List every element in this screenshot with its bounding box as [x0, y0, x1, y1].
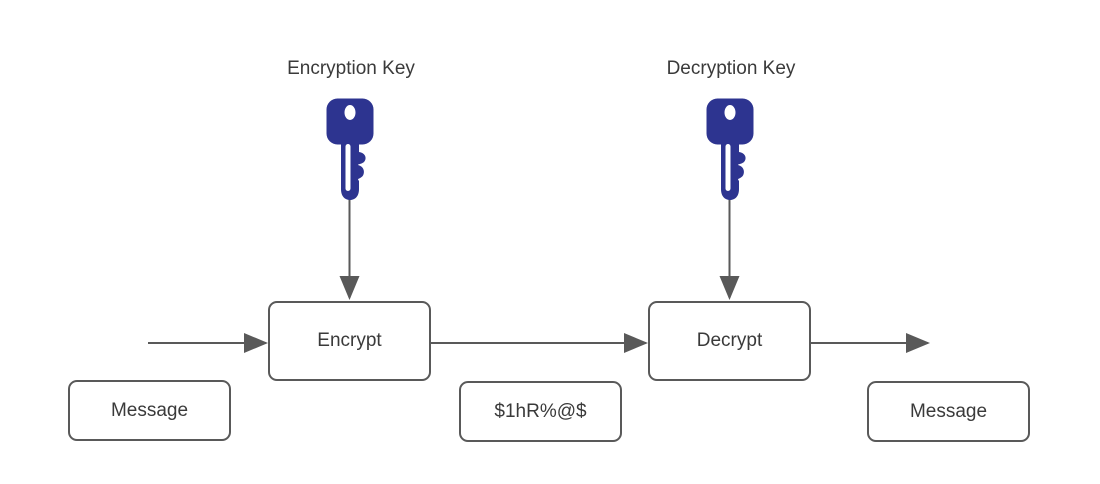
ciphertext-label: $1hR%@$: [494, 400, 587, 422]
decryption-key-icon: [706, 98, 754, 200]
decrypt-process-box: Decrypt: [648, 301, 811, 381]
encrypt-label: Encrypt: [317, 330, 382, 351]
encryption-key-icon: [326, 98, 374, 200]
message-input-label: Message: [110, 399, 189, 421]
ciphertext-box: $1hR%@$: [459, 381, 622, 442]
decryption-key-label: Decryption Key: [666, 58, 796, 79]
message-output-box: Message: [867, 381, 1030, 442]
message-input-box: Message: [68, 380, 231, 441]
encryption-key-label: Encryption Key: [287, 58, 415, 79]
message-output-label: Message: [909, 400, 988, 422]
decrypt-label: Decrypt: [696, 330, 763, 351]
encrypt-process-box: Encrypt: [268, 301, 431, 381]
